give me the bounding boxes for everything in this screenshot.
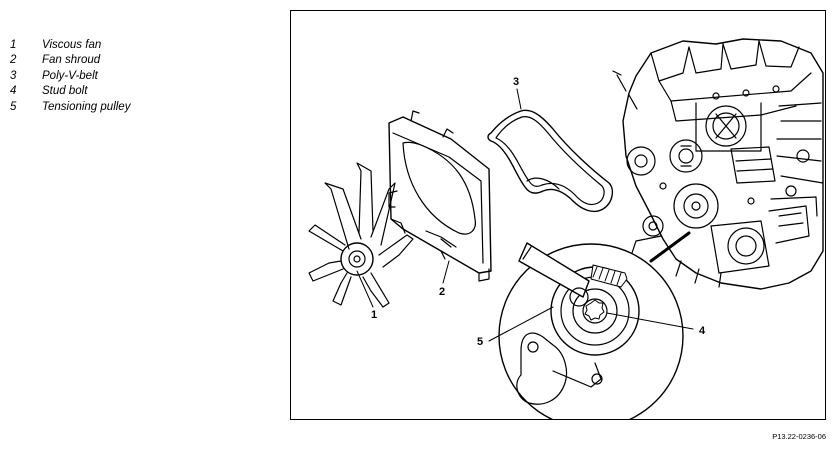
callout-stud-bolt: 4 [699,325,706,337]
legend-label: Fan shroud [42,54,101,67]
engine-illustration [612,38,824,290]
leader-line-4 [606,312,694,330]
rotation-direction-arrow [590,264,628,288]
legend-label: Tensioning pulley [42,100,131,113]
legend-number: 3 [10,69,17,82]
leader-line-2 [442,260,450,284]
location-pointer [649,231,691,263]
leader-line-1 [356,270,374,308]
legend-number: 5 [10,100,17,113]
exploded-view-figure: 1 2 3 4 5 [290,10,826,420]
leader-line-3 [516,88,522,110]
legend-label: Poly-V-belt [42,69,98,82]
callout-tensioning-pulley: 5 [477,336,483,348]
legend-item-poly-v-belt: 3 Poly-V-belt [10,69,260,84]
exploded-view-drawing: 1 2 3 4 5 [308,38,824,419]
viscous-fan [308,162,414,308]
figure-reference-code: P13.22-0236-06 [772,432,826,441]
callout-fan-shroud: 2 [439,286,445,298]
fan-shroud [388,110,492,282]
callout-viscous-fan: 1 [371,309,377,321]
legend-item-viscous-fan: 1 Viscous fan [10,38,260,53]
poly-v-belt [487,109,614,213]
legend-label: Stud bolt [42,85,88,98]
tensioning-pulley-detail [498,242,684,419]
legend-number: 1 [10,38,17,51]
callout-poly-v-belt: 3 [513,76,519,88]
legend-item-tensioning-pulley: 5 Tensioning pulley [10,100,260,115]
legend-label: Viscous fan [42,38,102,51]
leader-line-5 [488,306,554,342]
legend-number: 4 [10,85,17,98]
legend-number: 2 [10,54,17,67]
legend-item-fan-shroud: 2 Fan shroud [10,53,260,68]
parts-legend: 1 Viscous fan 2 Fan shroud 3 Poly-V-belt… [10,38,260,115]
legend-item-stud-bolt: 4 Stud bolt [10,84,260,99]
